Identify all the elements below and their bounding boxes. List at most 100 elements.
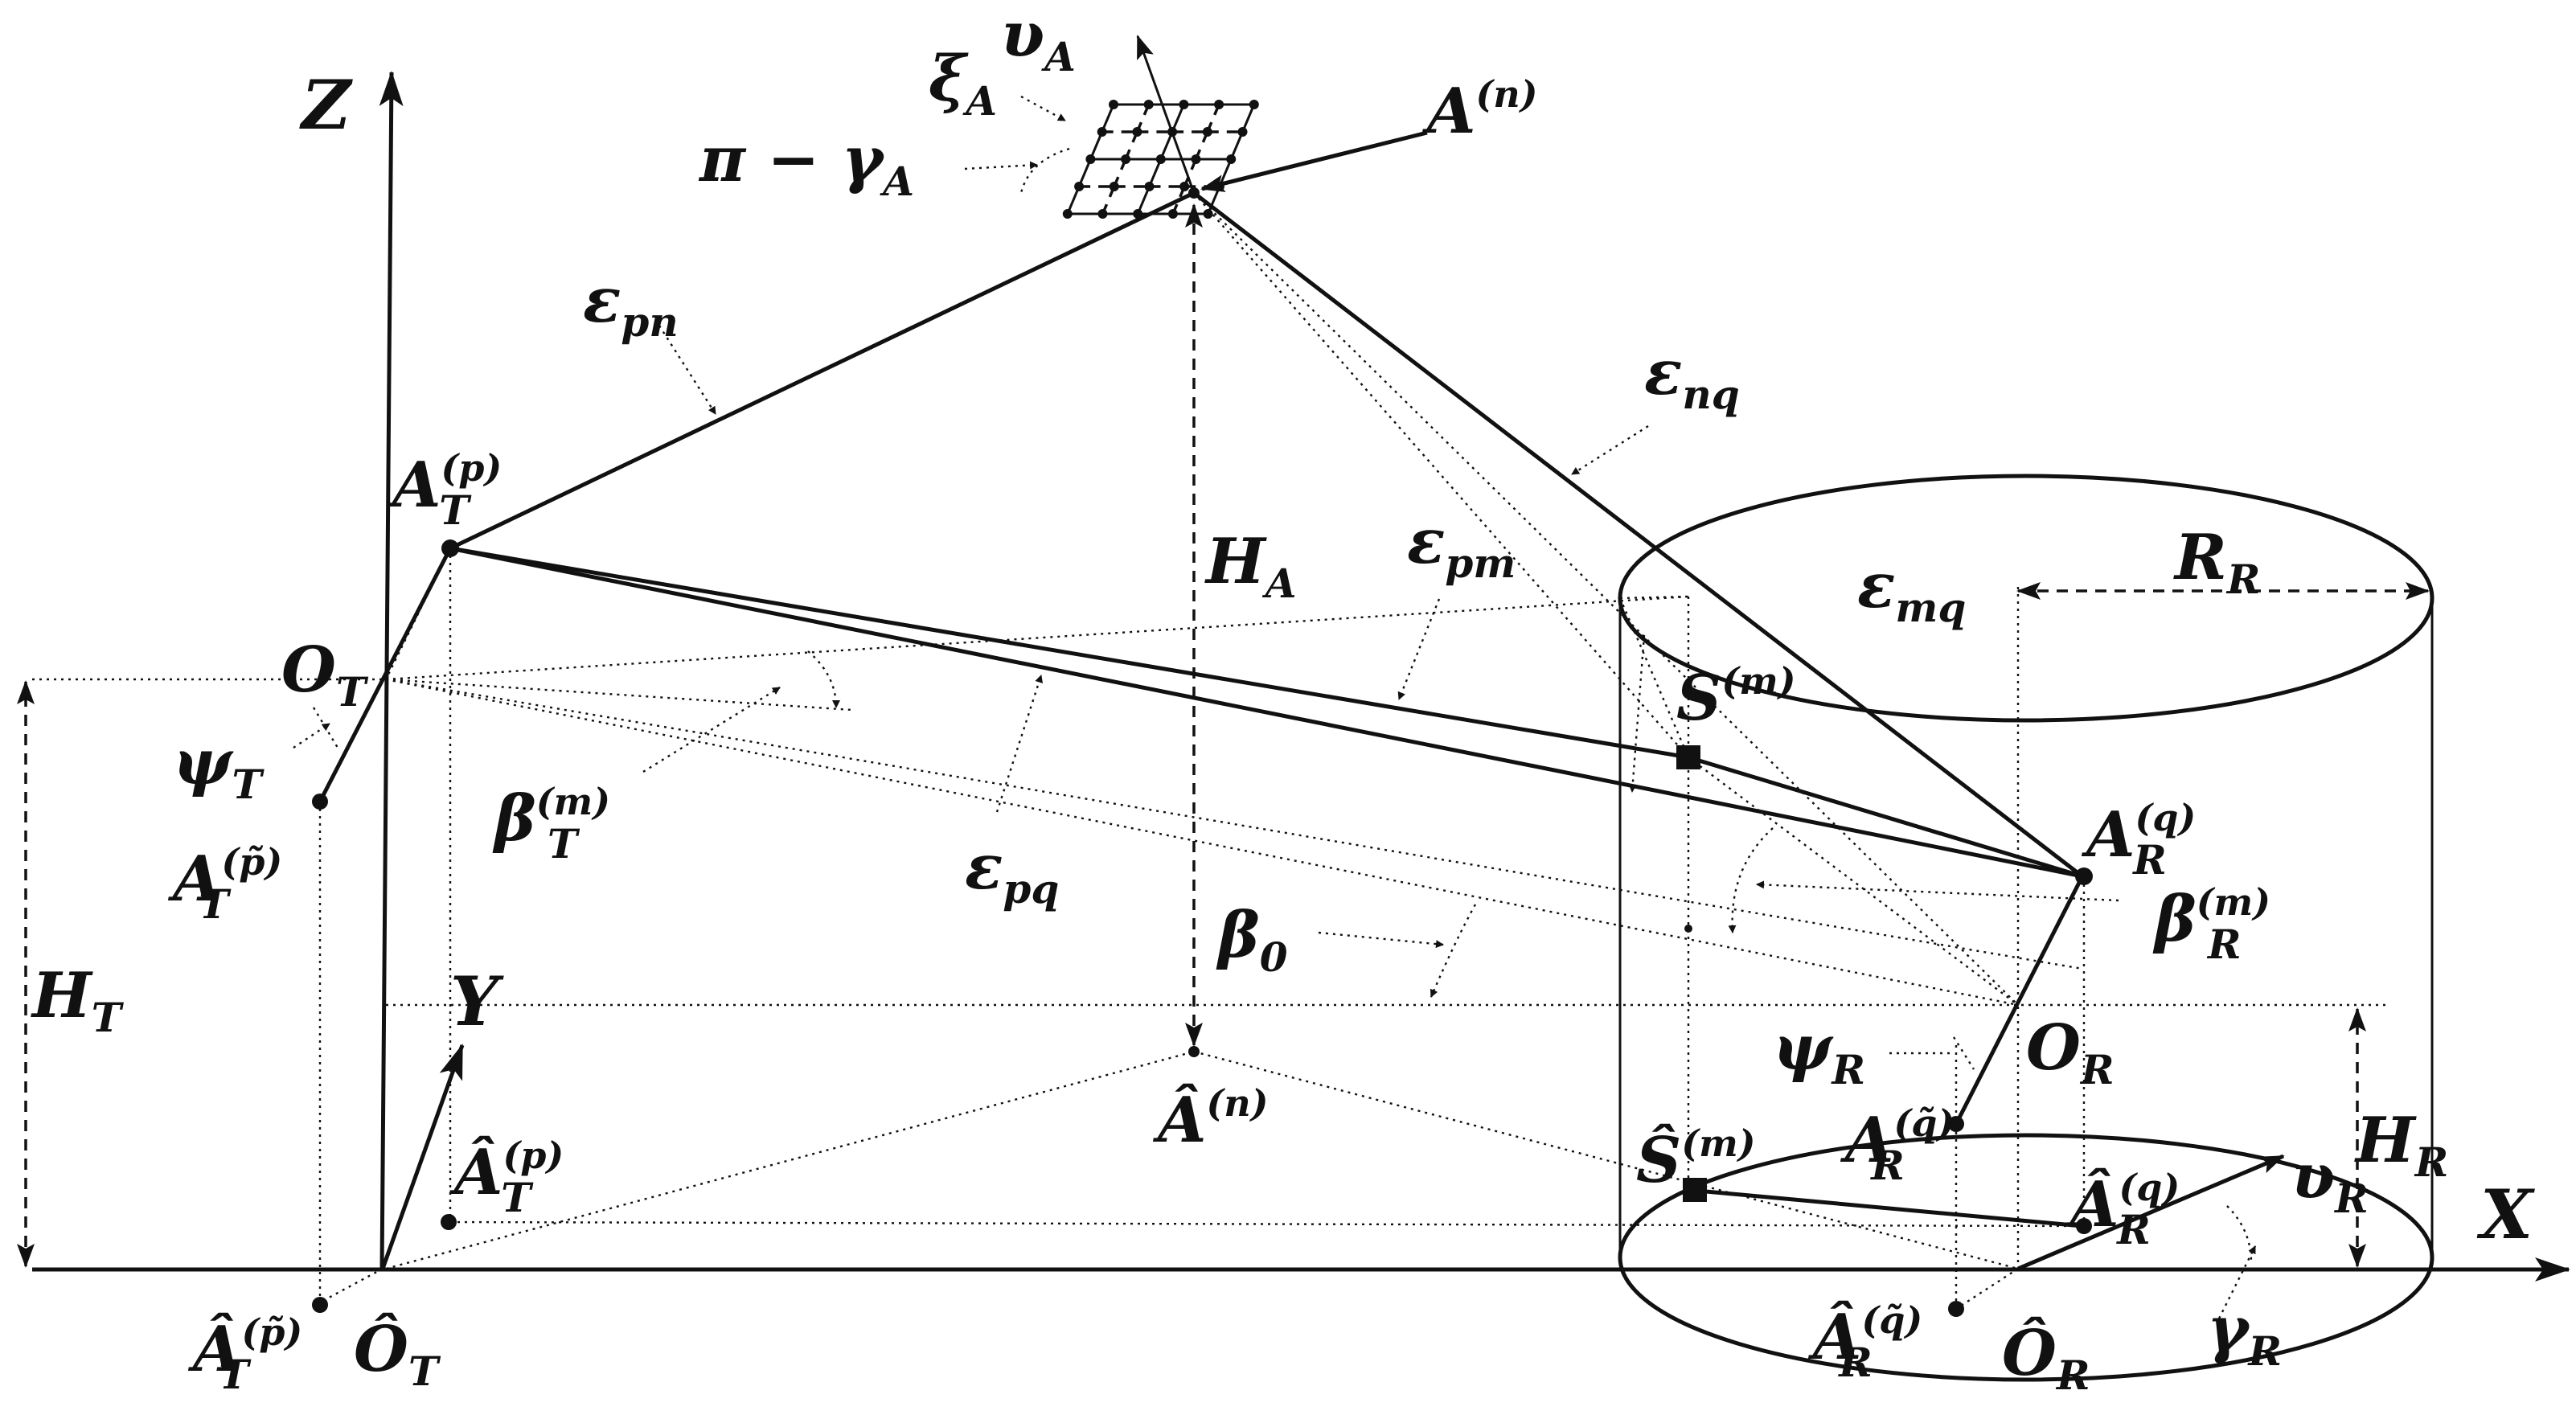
array-node [1074, 182, 1085, 191]
point-mid-s [1684, 925, 1692, 933]
label-a-r-qtilde: A(q̃)R [1840, 1101, 1955, 1189]
array-node [1155, 154, 1166, 164]
axes [32, 71, 2570, 1282]
receiver-array-axis [1954, 875, 2085, 1126]
array-node [1179, 100, 1189, 109]
grid-edge [1241, 104, 1256, 133]
array-node [1237, 127, 1248, 137]
label-psi-r: ψR [1773, 1011, 1865, 1093]
label-h-a: HA [1204, 525, 1297, 607]
grid-edge [1148, 158, 1163, 187]
grid-edge [1206, 104, 1220, 133]
grid-edge [1066, 186, 1081, 215]
grid-edge [1135, 104, 1151, 133]
label-v-a: υA [1001, 0, 1076, 80]
array-node [1097, 127, 1107, 137]
array-node [1202, 127, 1212, 137]
label-a-hat-t-p: Â(p)T [449, 1134, 564, 1221]
label-eps-mq: εmq [1857, 549, 1966, 631]
axis-label-z: Z [299, 65, 353, 145]
grid-edge [1171, 104, 1185, 133]
array-node [1062, 209, 1073, 219]
point-a-t-ptilde [312, 794, 328, 810]
array-node [1179, 182, 1190, 191]
grid-edge [1101, 104, 1115, 133]
label-beta-0: β0 [1216, 899, 1288, 981]
array-node [1132, 127, 1142, 137]
array-node [1143, 100, 1154, 109]
a-n-pointer [1200, 130, 1428, 192]
line-eps-mq [1688, 755, 2083, 879]
pointer-arrows [293, 95, 2257, 1319]
grid-edge [1136, 186, 1151, 215]
label-beta-t-m: β(m)T [492, 780, 610, 867]
array-node [1133, 209, 1143, 219]
label-xi-a: ξA [929, 43, 997, 125]
label-a-hat-n: Â(n) [1152, 1081, 1269, 1157]
point-a-r-q [2075, 867, 2093, 885]
v-r-vector [2017, 1154, 2285, 1271]
array-node [1214, 100, 1224, 109]
array-node [1203, 209, 1213, 219]
points [312, 187, 2093, 1317]
grid-edge [1089, 131, 1104, 160]
label-o-t: OT [281, 634, 369, 716]
label-s-m: S(m) [1676, 659, 1796, 735]
label-v-r: υR [2291, 1140, 2369, 1222]
array-node [1085, 154, 1096, 164]
label-a-hat-r-qtilde: Â(q̃)R [1807, 1298, 1922, 1386]
label-o-hat-t: ÔT [354, 1312, 441, 1395]
grid-edge [1113, 158, 1127, 187]
axis-label-x: X [2476, 1175, 2535, 1254]
point-s-m [1676, 745, 1700, 769]
grid-edge [1183, 158, 1198, 187]
line-eps-pq [449, 546, 2083, 879]
line-eps-pn [449, 191, 1196, 551]
point-a-r-qtilde [1948, 1116, 1964, 1132]
receiver-cylinder [1618, 474, 2434, 1382]
grid-edge [1194, 131, 1209, 160]
label-h-r: HR [2354, 1104, 2448, 1186]
grid-edge [1077, 158, 1092, 187]
label-beta-r-m: β(m)R [2152, 880, 2270, 968]
point-a-hat-r-q [2076, 1218, 2092, 1234]
point-a-hat-n [1188, 1046, 1200, 1057]
point-a-hat-t-p [441, 1214, 457, 1230]
angle-arcs [807, 147, 2253, 1263]
array-node [1144, 182, 1155, 191]
v-a-vector [1136, 35, 1196, 194]
label-psi-t: ψT [173, 726, 265, 808]
label-h-t: HT [31, 959, 125, 1041]
line-eps-nq [1192, 191, 2084, 878]
label-a-t-p: A(p)T [387, 446, 502, 534]
array-node [1109, 100, 1118, 109]
grid-edge [1124, 131, 1139, 160]
point-a-hat-t-ptilde [312, 1297, 328, 1313]
array-node [1191, 154, 1201, 164]
label-pi-gamma-a: π − γA [698, 123, 914, 205]
label-eps-pn: εpn [583, 264, 679, 346]
label-r-r: RR [2173, 521, 2260, 603]
label-eps-nq: εnq [1644, 336, 1740, 418]
label-a-r-q: A(q)R [2081, 796, 2196, 884]
array-node [1167, 209, 1178, 219]
label-a-hat-r-q: Â(q)R [2065, 1166, 2180, 1253]
label-o-hat-r: ÔR [2002, 1316, 2090, 1399]
label-a-t-ptilde: A(p̃)T [167, 840, 282, 928]
label-gamma-r: γR [2207, 1293, 2282, 1375]
line-eps-pm [449, 546, 1689, 760]
grid-edge [1159, 131, 1174, 160]
point-a-hat-r-qtilde [1948, 1301, 1964, 1317]
grid-edge [1171, 186, 1186, 215]
label-eps-pm: εpm [1407, 505, 1516, 587]
link-lines [318, 191, 2285, 1271]
grid-edge [1229, 131, 1244, 160]
array-node [1097, 209, 1108, 219]
point-a-t-p [441, 539, 459, 557]
point-s-hat-m [1683, 1178, 1707, 1202]
grid-edge [1101, 186, 1116, 215]
label-eps-pq: εpq [965, 831, 1059, 913]
